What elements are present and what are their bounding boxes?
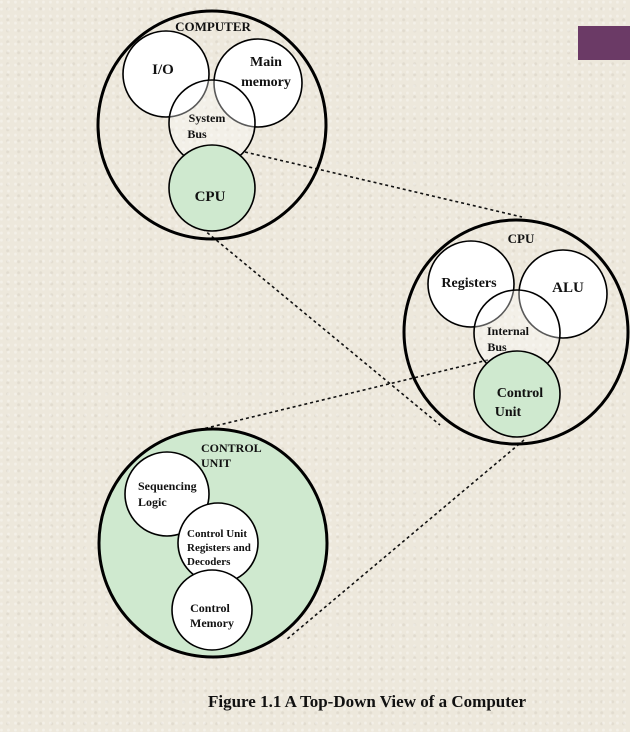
- internal-bus-label-line1: Internal: [487, 324, 530, 338]
- control-memory-label-line2: Memory: [190, 616, 234, 630]
- connector-lines: [189, 151, 525, 641]
- alu-circle[interactable]: [518, 249, 608, 339]
- accent-bar: [578, 26, 630, 60]
- registers-decoders-label-line1: Control Unit: [187, 528, 247, 540]
- sequencing-logic-circle[interactable]: [124, 451, 210, 537]
- registers-circle[interactable]: [427, 240, 515, 328]
- sequencing-logic-label-line1: Sequencing: [138, 479, 197, 493]
- registers-decoders-label-line3: Decoders: [187, 556, 231, 568]
- main-memory-circle[interactable]: [213, 38, 303, 128]
- main-memory-label-line1: Main: [250, 55, 282, 70]
- figure-caption: Figure 1.1 A Top-Down View of a Computer: [208, 692, 526, 711]
- computer-group: COMPUTER I/O Main memory System Bus CPU: [96, 9, 328, 241]
- registers-label: Registers: [441, 276, 497, 291]
- main-memory-label-line2: memory: [241, 75, 291, 90]
- cpu-detail-title: CPU: [508, 231, 535, 246]
- sequencing-logic-label-line2: Logic: [138, 495, 167, 509]
- io-label: I/O: [152, 62, 174, 78]
- cpu-circle[interactable]: [168, 144, 256, 232]
- connector-line: [285, 439, 525, 641]
- alu-label: ALU: [552, 280, 584, 296]
- registers-decoders-label-line2: Registers and: [187, 542, 251, 554]
- system-bus-label-line1: System: [189, 111, 226, 125]
- control-unit-label-line1: Control: [497, 386, 544, 401]
- cpu-detail-circle: [402, 218, 630, 446]
- control-memory-circle[interactable]: [171, 569, 253, 651]
- control-unit-detail-title-line1: CONTROL: [201, 441, 262, 455]
- computer-circle: [96, 9, 328, 241]
- connector-line: [244, 151, 523, 218]
- computer-title: COMPUTER: [175, 19, 251, 34]
- cpu-label: CPU: [195, 189, 226, 205]
- control-unit-label-line2: Unit: [495, 405, 522, 420]
- connector-line: [189, 359, 489, 433]
- control-unit-detail-group: CONTROL UNIT Sequencing Logic Control Un…: [97, 427, 329, 659]
- control-memory-label-line1: Control: [190, 601, 230, 615]
- io-circle[interactable]: [122, 30, 210, 118]
- control-unit-circle[interactable]: [473, 350, 561, 438]
- cpu-detail-group: CPU Registers ALU Internal Bus Control U…: [402, 218, 630, 446]
- control-unit-detail-title-line2: UNIT: [201, 456, 231, 470]
- system-bus-label-line2: Bus: [187, 127, 207, 141]
- internal-bus-label-line2: Bus: [487, 340, 507, 354]
- connector-line: [197, 224, 441, 426]
